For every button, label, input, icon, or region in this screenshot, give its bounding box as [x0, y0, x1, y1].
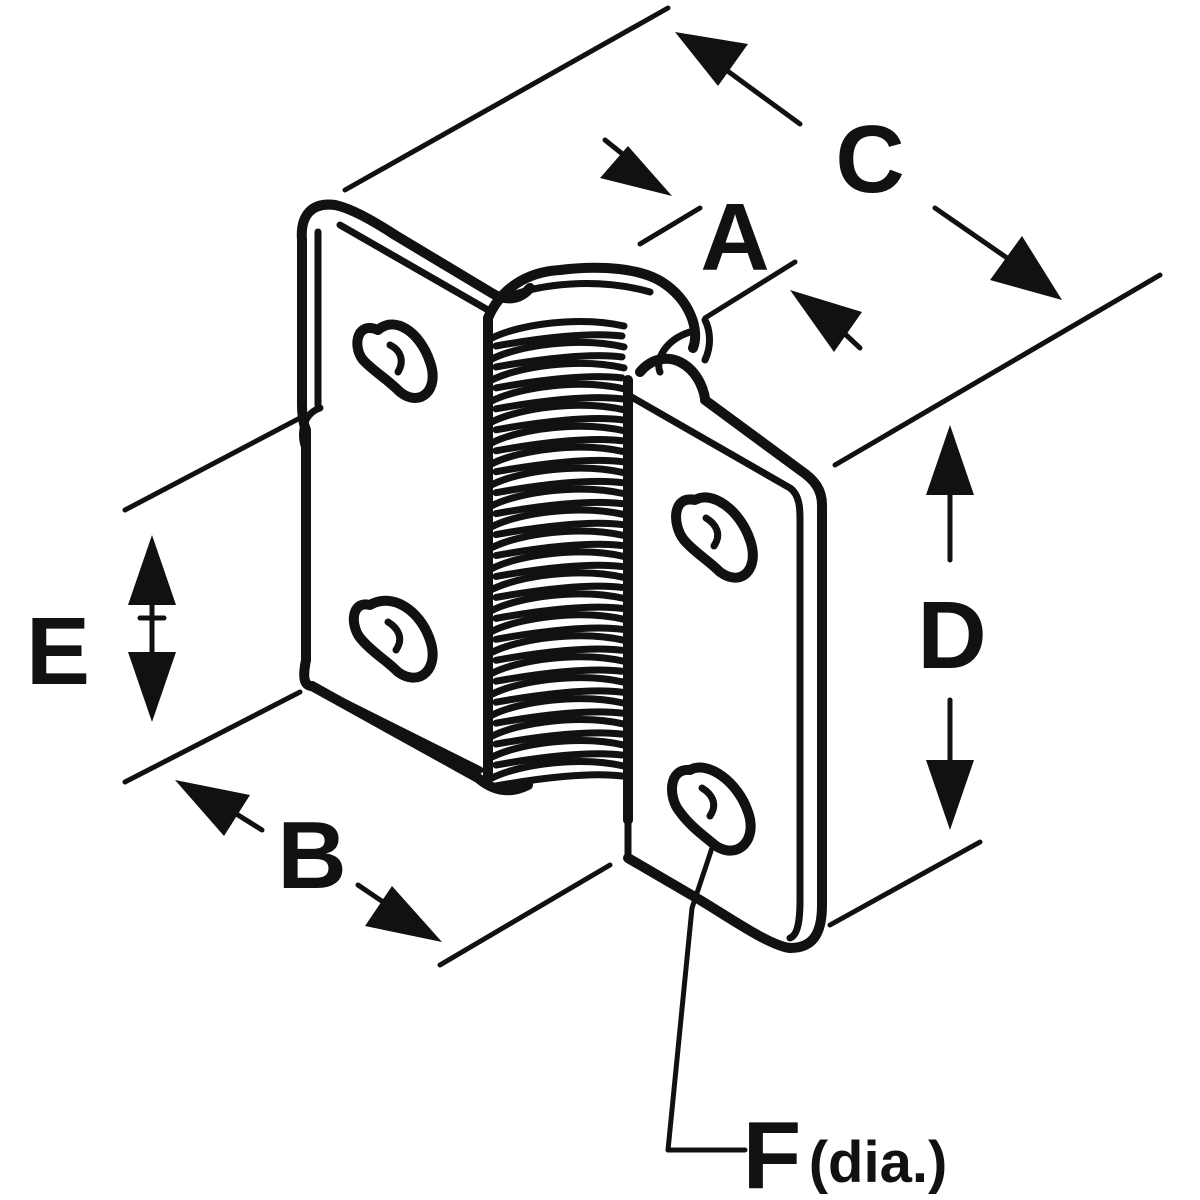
- screw-hole-bottom-right: [666, 762, 756, 856]
- coil-winding: [488, 611, 628, 643]
- arrow-c-upper: [675, 32, 803, 127]
- coil-winding: [488, 339, 628, 371]
- coil-winding: [488, 359, 628, 392]
- arrow-a-upper: [600, 137, 672, 196]
- arrow-d-down: [926, 697, 974, 830]
- coil-winding: [488, 464, 628, 497]
- arrow-b-right: [355, 882, 442, 942]
- dimension-label-d: D: [917, 582, 986, 689]
- coil-winding: [488, 716, 628, 748]
- screw-hole-top-right: [671, 492, 758, 583]
- arrow-e-down: [128, 627, 176, 722]
- coil-winding: [488, 548, 628, 580]
- coil-winding: [488, 758, 628, 790]
- dimension-label-f-note: (dia.): [809, 1130, 948, 1195]
- coil-winding: [488, 527, 628, 560]
- coil-winding: [488, 590, 628, 622]
- coil-winding: [488, 674, 628, 706]
- coil-winding: [488, 380, 628, 413]
- screw-hole-top-left: [352, 319, 438, 403]
- coil-winding: [488, 443, 628, 476]
- coil-winding: [488, 737, 628, 769]
- coil-winding: [488, 506, 628, 539]
- dimension-label-b: B: [277, 802, 346, 909]
- coil-winding: [488, 422, 628, 455]
- dimension-label-e: E: [26, 598, 90, 705]
- coil-winding: [488, 632, 628, 664]
- arrow-d-up: [926, 425, 974, 563]
- dimension-label-f: F: [743, 1102, 802, 1200]
- extension-lines: [122, 5, 1163, 968]
- right-leaf: [623, 316, 827, 953]
- leader-line-f: [665, 845, 748, 1153]
- arrow-c-lower: [932, 205, 1062, 300]
- dimension-label-c: C: [835, 106, 904, 213]
- coil-winding: [488, 318, 628, 350]
- coil-winding: [488, 485, 628, 518]
- coil-winding: [488, 401, 628, 434]
- arrow-a-lower: [790, 290, 863, 352]
- coil-spring: [483, 262, 701, 825]
- coil-winding: [488, 653, 628, 685]
- dimension-label-a: A: [700, 184, 769, 291]
- coil-winding: [488, 695, 628, 727]
- arrow-b-left: [175, 780, 265, 836]
- coil-winding: [488, 569, 628, 601]
- screw-hole-bottom-left: [348, 595, 438, 683]
